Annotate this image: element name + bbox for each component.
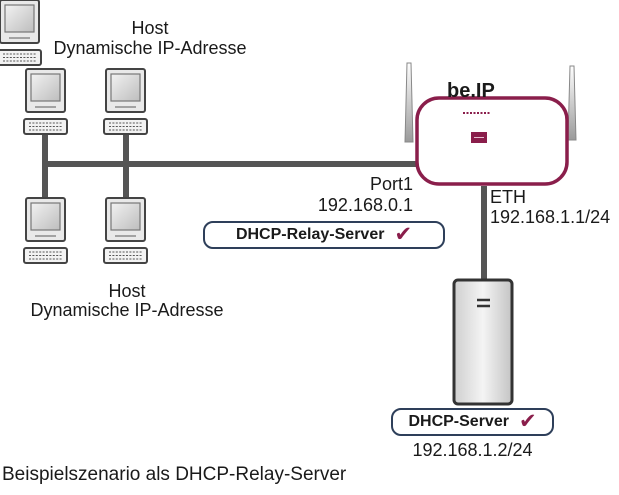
badge-label: DHCP-Server xyxy=(408,413,509,430)
host-computer-icon xyxy=(23,68,68,135)
router-icon xyxy=(404,62,577,186)
eth-name-label: ETH xyxy=(490,187,526,207)
eth-ip-label: 192.168.1.1/24 xyxy=(490,207,611,227)
caption: Beispielszenario als DHCP-Relay-Server xyxy=(2,464,347,485)
server-ip-label: 192.168.1.2/24 xyxy=(412,440,533,460)
checkmark-icon: ✔ xyxy=(394,223,413,246)
host-computer-icon xyxy=(0,0,42,66)
host-computer-icon xyxy=(103,68,148,135)
dhcp-relay-server-badge: DHCP-Relay-Server ✔ xyxy=(203,221,445,249)
host-label-bottom-title: Host xyxy=(108,281,146,301)
host-computer-icon xyxy=(23,197,68,264)
host-computer-icon xyxy=(103,197,148,264)
port1-ip-label: 192.168.0.1 xyxy=(317,195,413,215)
checkmark-icon: ✔ xyxy=(518,410,537,433)
badge-label: DHCP-Relay-Server xyxy=(235,226,385,243)
network-links xyxy=(42,135,487,282)
port1-name-label: Port1 xyxy=(369,174,413,194)
host-label-top-subtitle: Dynamische IP-Adresse xyxy=(53,38,247,58)
router-brand-label: be.IP xyxy=(447,80,495,102)
server-icon xyxy=(452,278,514,406)
dhcp-server-badge: DHCP-Server ✔ xyxy=(391,408,554,436)
host-label-top-title: Host xyxy=(131,18,169,38)
host-label-bottom-subtitle: Dynamische IP-Adresse xyxy=(30,300,224,320)
